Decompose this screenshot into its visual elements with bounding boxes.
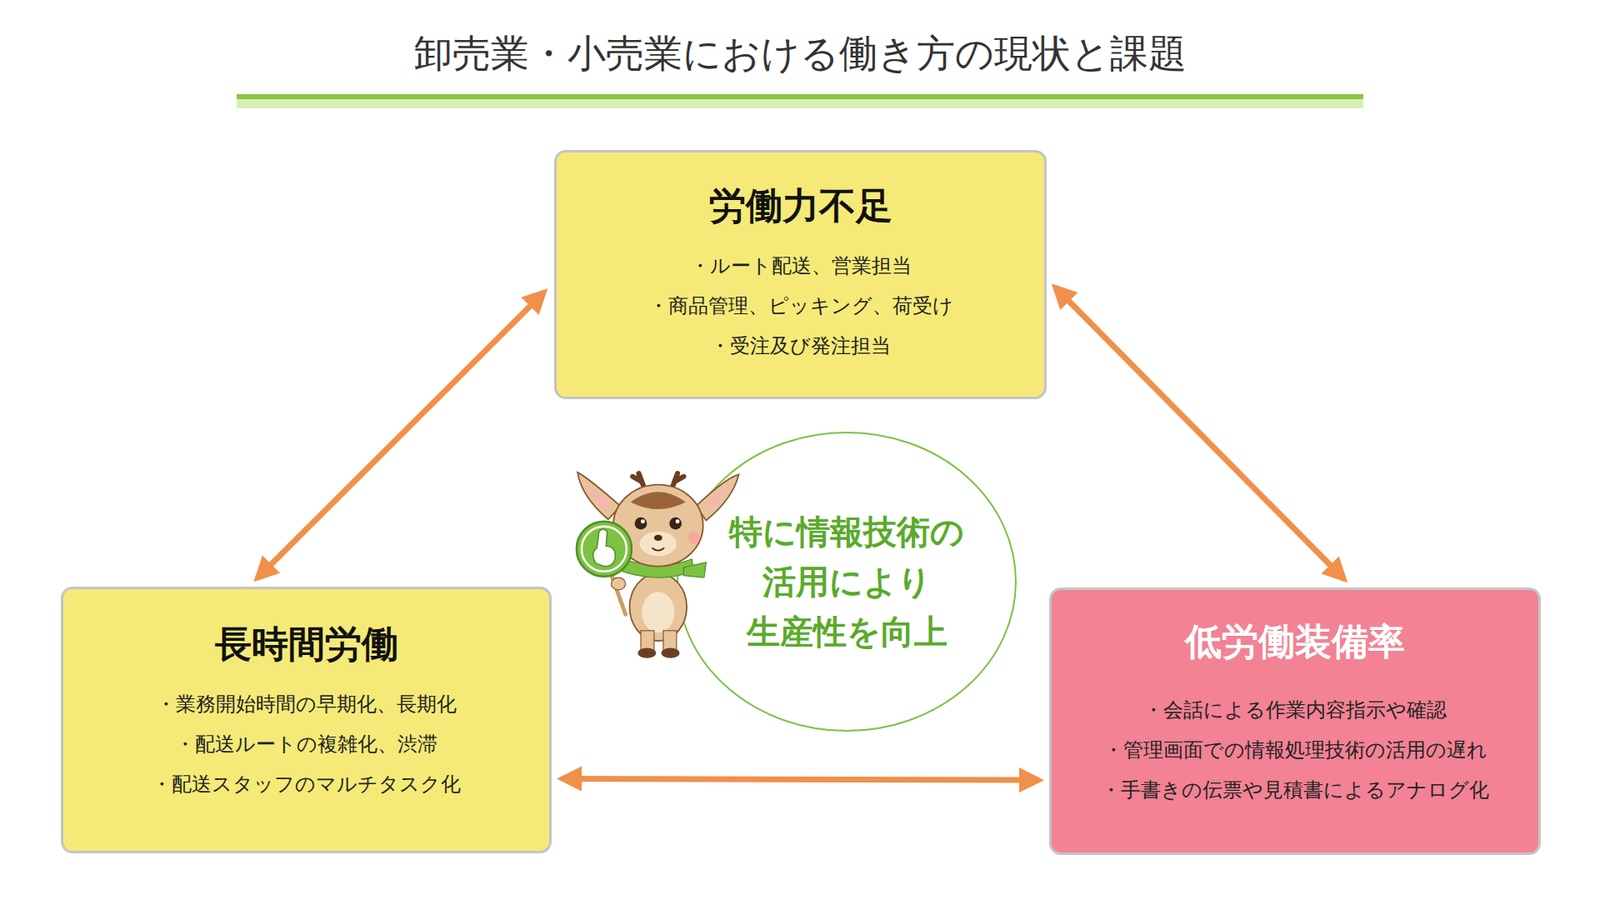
box-heading: 低労働装備率 [1185, 618, 1405, 665]
double-arrow [1055, 286, 1345, 580]
issue-box: 労働力不足・ルート配送、営業担当・商品管理、ピッキング、荷受け・受注及び発注担当 [554, 150, 1047, 400]
box-heading: 長時間労働 [215, 620, 399, 668]
bullet-item: ・ルート配送、営業担当 [690, 245, 912, 286]
bullet-item: ・配送ルートの複雑化、渋滞 [175, 724, 438, 765]
bullet-item: ・会話による作業内容指示や確認 [1143, 690, 1447, 730]
issue-box: 長時間労働・業務開始時間の早期化、長期化・配送ルートの複雑化、渋滞・配送スタッフ… [60, 586, 552, 854]
box-heading: 労働力不足 [709, 182, 893, 230]
bullet-item: ・管理画面での情報処理技術の活用の遅れ [1103, 730, 1488, 770]
ellipse-shape [677, 432, 1016, 731]
diagram-title: 卸売業・小売業における働き方の現状と課題 [0, 28, 1600, 79]
summary-text: 特に情報技術の 活用により 生産性を向上 [709, 506, 985, 657]
issue-box: 低労働装備率・会話による作業内容指示や確認・管理画面での情報処理技術の活用の遅れ… [1049, 587, 1541, 855]
bullet-item: ・業務開始時間の早期化、長期化 [155, 684, 457, 725]
bullet-item: ・受注及び発注担当 [710, 325, 891, 366]
summary-ellipse: 特に情報技術の 活用により 生産性を向上 [675, 430, 1018, 733]
title-underline-light [236, 99, 1364, 109]
bullet-item: ・手書きの伝票や見積書によるアナログ化 [1100, 770, 1490, 810]
double-arrow [561, 778, 1040, 780]
bullet-item: ・商品管理、ピッキング、荷受け [648, 285, 954, 326]
bullet-item: ・配送スタッフのマルチタスク化 [151, 764, 461, 805]
title-underline [236, 94, 1364, 100]
double-arrow [257, 291, 545, 579]
